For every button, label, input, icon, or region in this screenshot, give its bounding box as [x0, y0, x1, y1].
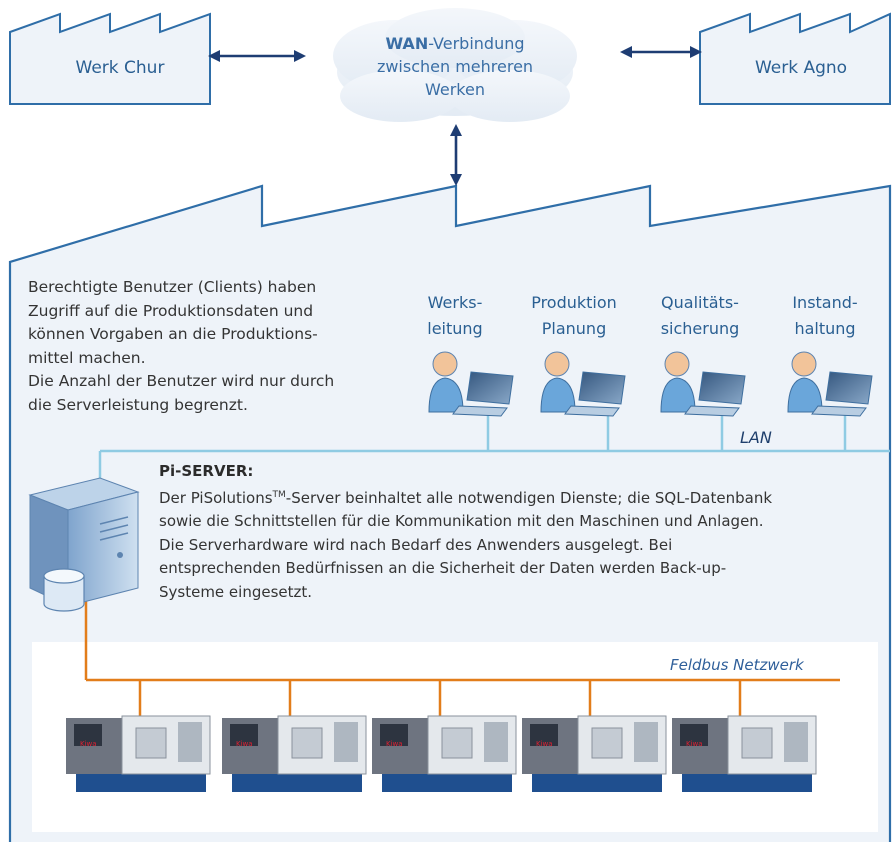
- intro-line: die Serverleistung begrenzt.: [28, 395, 248, 414]
- wan-label: WAN-Verbindung zwischen mehreren Werken: [355, 32, 555, 101]
- client-label-line2: sicherung: [660, 319, 740, 338]
- client-label-line2: leitung: [427, 319, 483, 338]
- feldbus-label: Feldbus Netzwerk: [670, 656, 804, 674]
- werk-chur-building: [9, 12, 211, 105]
- server-desc-post: -Server beinhaltet alle notwendigen Dien…: [285, 488, 773, 507]
- machine-brand-label: Kiwa: [386, 740, 403, 748]
- client-label-line2: haltung: [794, 319, 856, 338]
- cnc-machine-3: [372, 715, 517, 792]
- werk-agno-label: Werk Agno: [754, 58, 848, 78]
- intro-line: Berechtigte Benutzer (Clients) haben: [28, 278, 317, 296]
- cnc-machine-1: [66, 715, 211, 792]
- trademark-sup: TM: [272, 489, 286, 500]
- client-label-line1: Instand-: [792, 293, 858, 312]
- intro-line: Zugriff auf die Produktionsdaten und: [28, 301, 314, 320]
- server-desc-pre: Der PiSolutions: [159, 488, 273, 507]
- user-icon-qualitaet: [660, 351, 746, 417]
- server-desc-line: Die Serverhardware wird nach Bedarf des …: [159, 535, 673, 554]
- wan-label-line3: Werken: [425, 80, 485, 99]
- intro-line: können Vorgaben an die Produktions-: [28, 325, 318, 343]
- user-icon-planung: [540, 351, 626, 417]
- client-label-line2: Planung: [541, 319, 607, 338]
- server-desc-line: Systeme eingesetzt.: [159, 582, 313, 601]
- wan-label-rest: -Verbindung: [428, 34, 525, 53]
- machine-brand-label: Kiwa: [236, 740, 253, 748]
- client-label-planung: Produktion Planung: [514, 290, 634, 342]
- intro-line: Die Anzahl der Benutzer wird nur durch: [28, 372, 335, 390]
- machine-brand-label: Kiwa: [536, 740, 553, 748]
- server-desc-line: entsprechenden Bedürfnissen an die Siche…: [159, 559, 727, 577]
- wan-label-line2: zwischen mehreren: [376, 57, 534, 76]
- client-label-werksleitung: Werks- leitung: [405, 290, 505, 342]
- werk-agno-building: [699, 12, 891, 105]
- machine-brand-label: Kiwa: [80, 740, 97, 748]
- client-label-line1: Produktion: [531, 293, 617, 312]
- server-title: Pi-SERVER:: [159, 462, 254, 480]
- wan-label-bold: WAN: [385, 34, 429, 53]
- server-desc-line1: Der PiSolutionsTM-Server beinhaltet alle…: [159, 484, 879, 511]
- wan-cloud: [333, 8, 577, 122]
- cnc-machine-4: [522, 715, 667, 792]
- client-label-line1: Werks-: [427, 293, 483, 312]
- wan-arrows: [208, 46, 702, 186]
- lan-network: [98, 412, 890, 478]
- database-icon: [43, 568, 85, 612]
- machine-brand-label: Kiwa: [686, 740, 703, 748]
- client-label-instandhaltung: Instand- haltung: [770, 290, 880, 342]
- client-label-line1: Qualitäts-: [661, 293, 739, 312]
- user-icon-werksleitung: [428, 351, 514, 417]
- server-desc-line: sowie die Schnittstellen für die Kommuni…: [159, 512, 764, 530]
- intro-line: mittel machen.: [28, 348, 146, 367]
- werk-chur-label: Werk Chur: [75, 58, 165, 78]
- client-label-qualitaet: Qualitäts- sicherung: [640, 290, 760, 342]
- intro-paragraph: Berechtigte Benutzer (Clients) haben Zug…: [28, 276, 388, 417]
- user-icon-instandhaltung: [787, 351, 873, 417]
- server-block: Pi-SERVER: Der PiSolutionsTM-Server bein…: [159, 460, 879, 604]
- lan-label: LAN: [740, 428, 772, 447]
- cnc-machine-2: [222, 715, 367, 792]
- cnc-machine-5: [672, 715, 817, 792]
